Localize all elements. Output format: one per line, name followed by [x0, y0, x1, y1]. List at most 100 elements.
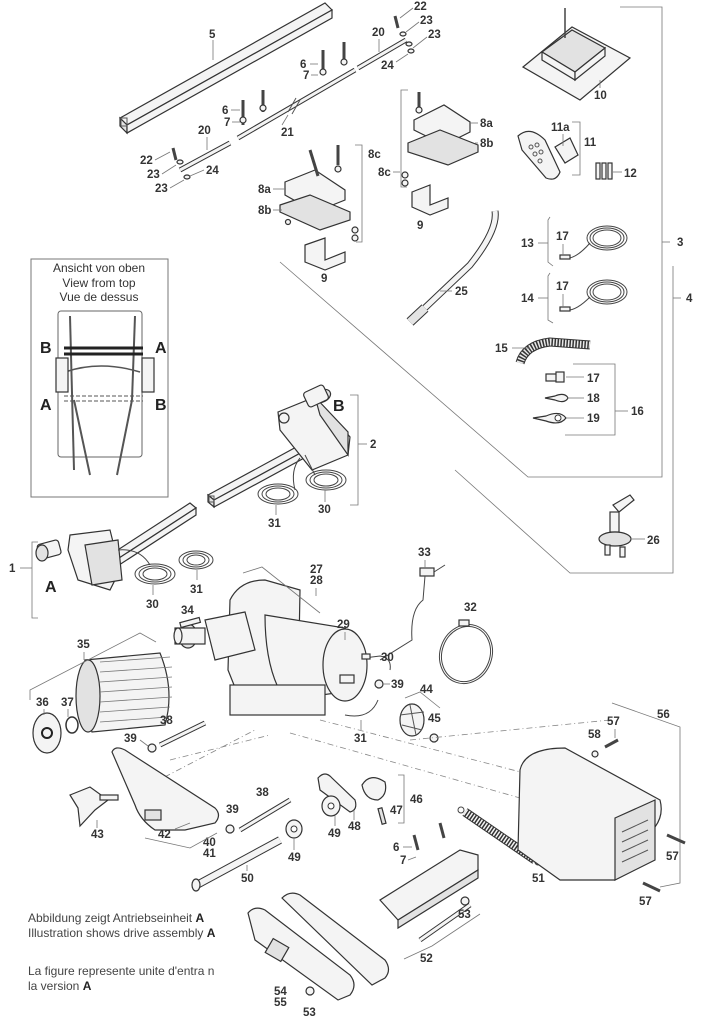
callout-31: 31 — [190, 584, 203, 596]
kit-3-bracket — [279, 6, 663, 478]
callout-8c: 8c — [368, 149, 381, 161]
caption-line-fr: La figure represente unite d'entra n — [28, 964, 215, 978]
kit-4-bracket — [454, 266, 674, 574]
callout-34: 34 — [181, 605, 194, 617]
callout-55: 55 — [274, 997, 287, 1009]
cable-coil-part — [257, 454, 347, 505]
callout-49: 49 — [288, 852, 301, 864]
marker-a: A — [40, 397, 52, 414]
callout-44: 44 — [420, 684, 433, 696]
isolator-switch-part — [598, 494, 635, 558]
callout-28: 28 — [310, 575, 323, 587]
callout-22: 22 — [414, 1, 427, 13]
cable-part — [344, 564, 446, 717]
motor-cover-part — [517, 747, 662, 881]
assembly-marker-a: A — [45, 579, 57, 596]
callout-36: 36 — [36, 697, 49, 709]
callout-58: 58 — [588, 729, 601, 741]
caption-line-de: Abbildung zeigt Antriebseinheit — [28, 911, 193, 925]
callout-17: 17 — [587, 373, 600, 385]
callout-6: 6 — [300, 59, 306, 71]
caption-line-en: Illustration shows drive assembly — [28, 926, 204, 940]
inset-title-en: View from top — [62, 276, 135, 290]
callout-31: 31 — [268, 518, 281, 530]
callout-1: 1 — [9, 563, 16, 575]
callout-5: 5 — [209, 29, 216, 41]
callout-37: 37 — [61, 697, 74, 709]
callout-30: 30 — [381, 652, 394, 664]
callout-35: 35 — [77, 639, 90, 651]
callout-9: 9 — [417, 220, 423, 232]
coupling-part — [399, 703, 439, 743]
assembly-marker-b: B — [333, 398, 345, 415]
callout-30: 30 — [318, 504, 331, 516]
callout-52: 52 — [420, 953, 433, 965]
callout-12: 12 — [624, 168, 637, 180]
callout-15: 15 — [495, 343, 508, 355]
mounting-frame-part — [247, 822, 479, 1001]
callout-6: 6 — [393, 842, 399, 854]
callout-14: 14 — [521, 293, 534, 305]
inset-title-fr: Vue de dessus — [60, 290, 139, 304]
callout-51: 51 — [532, 873, 545, 885]
callout-42: 42 — [158, 829, 171, 841]
marker-b: B — [155, 397, 167, 414]
clamp-bracket-part — [279, 145, 359, 271]
callout-21: 21 — [281, 127, 294, 139]
rod-part — [236, 42, 357, 141]
callout-26: 26 — [647, 535, 660, 547]
callout-54: 54 — [274, 986, 287, 998]
marker-b: B — [40, 340, 52, 357]
side-cover-part — [69, 747, 220, 831]
callout-25: 25 — [455, 286, 468, 298]
marker-a: A — [155, 340, 167, 357]
cable-coil-part — [117, 549, 214, 585]
caption-line-fr-2: la version — [28, 979, 80, 993]
caption-marker: A — [195, 911, 205, 925]
callout-24: 24 — [206, 165, 219, 177]
callout-8a: 8a — [480, 118, 493, 130]
callout-19: 19 — [587, 413, 600, 425]
drive-unit-b-part — [206, 384, 351, 509]
callout-23: 23 — [147, 169, 160, 181]
square-tube-part — [119, 2, 333, 135]
callout-3: 3 — [677, 237, 683, 249]
callout-8b: 8b — [480, 138, 493, 150]
callout-45: 45 — [428, 713, 441, 725]
inset-title-de: Ansicht von oben — [53, 261, 145, 275]
pin-rod-part — [356, 15, 415, 71]
caption-marker: A — [82, 979, 92, 993]
callout-57: 57 — [639, 896, 652, 908]
drive-roller-part — [75, 652, 173, 733]
callout-22: 22 — [140, 155, 153, 167]
callout-41: 41 — [203, 848, 216, 860]
callout-30: 30 — [146, 599, 159, 611]
caption-marker: A — [206, 926, 216, 940]
callout-23: 23 — [155, 183, 168, 195]
callout-18: 18 — [587, 393, 600, 405]
callout-20: 20 — [198, 125, 211, 137]
callout-46: 46 — [410, 794, 423, 806]
callout-7: 7 — [224, 117, 230, 129]
callout-20: 20 — [372, 27, 385, 39]
callout-53: 53 — [303, 1007, 316, 1018]
pin-rod-part — [171, 140, 232, 180]
drive-unit-a-part — [35, 502, 198, 591]
callout-10: 10 — [594, 90, 607, 102]
callout-8a: 8a — [258, 184, 271, 196]
callout-31: 31 — [354, 733, 367, 745]
callout-16: 16 — [631, 406, 644, 418]
callout-39: 39 — [226, 804, 239, 816]
end-cap-part — [32, 712, 62, 754]
callout-4: 4 — [686, 293, 693, 305]
callout-9: 9 — [321, 273, 327, 285]
callout-24: 24 — [381, 60, 394, 72]
callout-2: 2 — [370, 439, 376, 451]
callout-29: 29 — [337, 619, 350, 631]
callout-48: 48 — [348, 821, 361, 833]
motor-gearbox-part — [173, 579, 368, 716]
callout-7: 7 — [303, 70, 309, 82]
crank-handle-part — [406, 210, 499, 326]
callout-39: 39 — [391, 679, 404, 691]
